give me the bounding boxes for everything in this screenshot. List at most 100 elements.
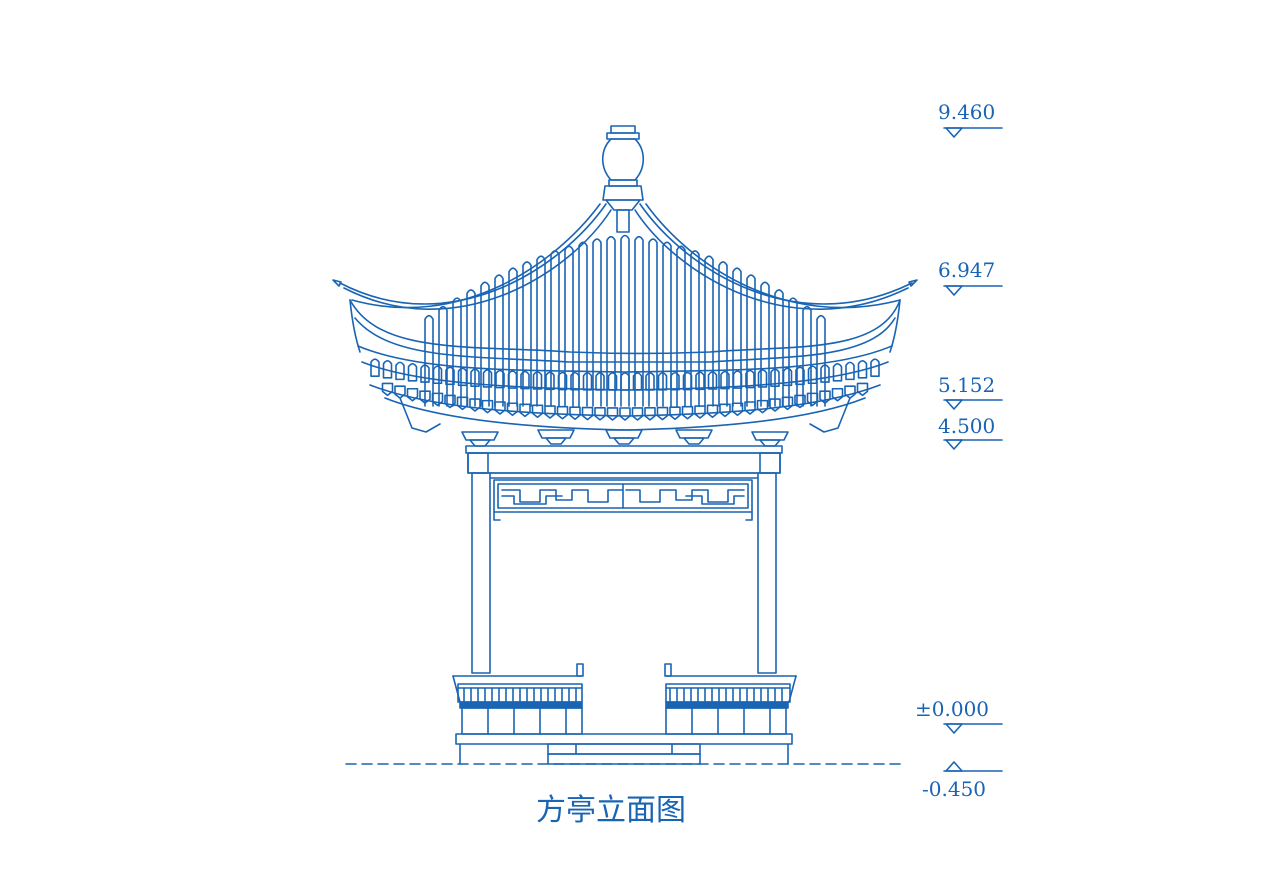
- tile-channel: [508, 267, 518, 407]
- elevation-marker: [943, 285, 1003, 296]
- tile-end: [407, 363, 418, 382]
- tile-end: [770, 368, 780, 387]
- tile-end: [619, 407, 631, 421]
- tile-end: [807, 365, 818, 385]
- tile-end: [456, 396, 469, 411]
- tile-channel: [466, 289, 476, 407]
- tile-end: [731, 402, 744, 417]
- tile-channel: [774, 289, 784, 407]
- tile-end: [769, 398, 781, 412]
- tile-end: [382, 360, 393, 379]
- roof-ridges: [332, 203, 918, 310]
- tile-end: [520, 370, 530, 390]
- elevation-marker: [943, 761, 1003, 772]
- tile-end: [682, 371, 693, 391]
- tile-end: [745, 369, 755, 389]
- beam-and-columns: [465, 445, 783, 674]
- roof-finial: [601, 125, 645, 233]
- eave-tile-ends: [370, 358, 880, 421]
- tile-end: [545, 371, 555, 391]
- tile-channel: [816, 314, 826, 407]
- tile-end: [744, 401, 756, 415]
- tile-channel: [592, 238, 602, 407]
- tile-end: [645, 372, 655, 391]
- tile-channel: [662, 241, 672, 407]
- tile-end: [819, 390, 831, 404]
- tile-channel: [788, 297, 798, 407]
- tile-end: [781, 396, 794, 411]
- tile-end: [506, 402, 519, 417]
- tile-end: [569, 406, 581, 421]
- tile-end: [482, 369, 493, 388]
- base-platform: [455, 733, 793, 765]
- elevation-label-6947: 6.947: [938, 258, 996, 282]
- tile-channel: [718, 261, 728, 407]
- tile-end: [595, 372, 605, 391]
- tile-end: [831, 387, 844, 402]
- tile-end: [419, 390, 431, 404]
- tile-end: [519, 403, 531, 418]
- elevation-label-5152: 5.152: [938, 373, 996, 397]
- tile-end: [395, 361, 405, 381]
- tile-end: [632, 372, 643, 391]
- tile-end: [381, 382, 394, 397]
- tile-channel: [424, 314, 434, 407]
- tile-end: [432, 365, 443, 385]
- tile-end: [607, 372, 618, 391]
- tile-end: [507, 370, 518, 389]
- tile-end: [445, 366, 455, 386]
- tile-channel: [480, 281, 490, 407]
- tile-end: [470, 368, 480, 387]
- tile-end: [620, 372, 630, 391]
- tile-end: [644, 407, 656, 421]
- tile-end: [431, 392, 444, 407]
- tile-end: [720, 370, 730, 390]
- tile-end: [457, 367, 468, 387]
- elevation-label-9460: 9.460: [938, 100, 996, 124]
- tile-channel: [606, 235, 616, 407]
- tile-end: [594, 407, 606, 421]
- tile-end: [820, 364, 830, 383]
- tile-end: [795, 366, 805, 386]
- tile-end: [694, 405, 706, 419]
- tile-channel: [676, 245, 686, 407]
- tile-channel: [578, 241, 588, 407]
- tile-end: [756, 399, 769, 414]
- tile-end: [394, 385, 406, 399]
- tile-channel: [704, 255, 714, 407]
- tile-end: [557, 371, 568, 391]
- elevation-marker: [943, 439, 1003, 450]
- balusters: [463, 687, 783, 703]
- tile-channel: [760, 281, 770, 407]
- elevation-marker: [943, 723, 1003, 734]
- elevation-label-0000: ±0.000: [915, 697, 990, 721]
- tile-end: [706, 404, 719, 419]
- tile-end: [757, 369, 768, 388]
- tile-channel: [550, 250, 560, 407]
- tile-end: [794, 394, 806, 409]
- elevation-label-4500: 4.500: [938, 414, 996, 438]
- tile-end: [582, 372, 593, 391]
- elevation-label-neg0450: -0.450: [922, 777, 987, 801]
- drawing-title: 方亭立面图: [536, 793, 686, 828]
- tile-end: [681, 405, 694, 420]
- bracket-blocks: [461, 429, 789, 447]
- tile-channel: [452, 297, 462, 407]
- tile-end: [732, 370, 743, 389]
- tile-channel: [620, 234, 630, 407]
- tile-end: [657, 372, 668, 391]
- elevation-marker: [943, 127, 1003, 138]
- tile-channel: [634, 235, 644, 407]
- tile-channel: [494, 274, 504, 407]
- tile-end: [481, 399, 494, 414]
- tile-end: [469, 398, 481, 412]
- tile-end: [495, 369, 505, 389]
- tile-channel: [732, 267, 742, 407]
- tile-end: [844, 385, 856, 399]
- tile-end: [531, 404, 544, 419]
- tile-end: [494, 401, 506, 415]
- tile-channel: [564, 245, 574, 407]
- tile-channel: [746, 274, 756, 407]
- tile-channel: [438, 305, 448, 407]
